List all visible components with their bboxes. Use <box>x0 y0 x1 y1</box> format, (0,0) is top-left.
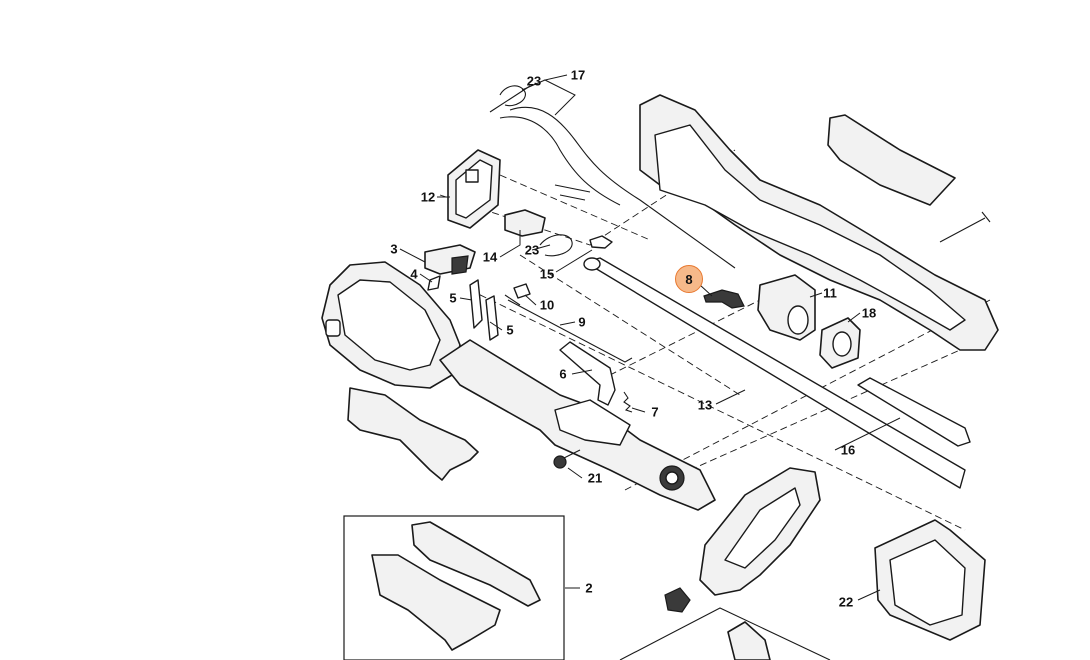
part-2-inset <box>343 515 565 660</box>
callout-3-slider[interactable]: 3 <box>390 241 398 257</box>
callout-18-bushing[interactable]: 18 <box>861 305 877 321</box>
part-9-10-rod <box>504 283 633 363</box>
part-18-bushing <box>819 317 861 369</box>
callout-17-rod[interactable]: 17 <box>570 67 586 83</box>
part-7-spring <box>623 391 633 413</box>
part-3-slider <box>424 244 476 291</box>
callout-16-tube[interactable]: 16 <box>840 442 856 458</box>
part-23-cable-tie-top <box>489 85 531 113</box>
upper-handle-housing <box>639 94 999 351</box>
callout-21-screw[interactable]: 21 <box>587 470 603 486</box>
top-right-cover <box>827 114 956 206</box>
part-connector <box>504 209 573 257</box>
part-5-rails <box>469 279 499 341</box>
callout-10[interactable]: 10 <box>539 297 555 313</box>
callout-12-switch-box[interactable]: 12 <box>420 189 436 205</box>
part-11-clamp <box>757 274 816 341</box>
callout-11-clamp[interactable]: 11 <box>823 285 837 301</box>
callout-8-highlighted[interactable]: 8 <box>675 265 703 293</box>
main-shaft-handle <box>439 339 716 511</box>
leader-lines <box>399 74 901 601</box>
callout-9-rod[interactable]: 9 <box>578 314 586 330</box>
callout-15-clip[interactable]: 15 <box>539 266 555 282</box>
grip-sleeve <box>347 387 479 481</box>
star-knob <box>664 587 691 613</box>
callout-13-tube[interactable]: 13 <box>697 397 713 413</box>
callout-23-cable-tie[interactable]: 23 <box>526 73 542 89</box>
callout-7-spring[interactable]: 7 <box>651 404 659 420</box>
callout-5-rail-lower[interactable]: 5 <box>506 322 514 338</box>
part-8-lever <box>703 289 745 309</box>
part-22-guard <box>874 519 986 641</box>
callout-4[interactable]: 4 <box>410 266 418 282</box>
bottom-part-fragment <box>727 621 771 660</box>
callout-22-guard[interactable]: 22 <box>838 594 854 610</box>
callout-23-connector[interactable]: 23 <box>524 242 540 258</box>
bottom-inset-border <box>619 607 831 660</box>
left-motor-housing <box>321 261 461 389</box>
assembly-guide-lines <box>439 149 991 531</box>
callout-6-lever[interactable]: 6 <box>559 366 567 382</box>
callout-5-rail-upper[interactable]: 5 <box>449 290 457 306</box>
long-screw <box>939 211 991 243</box>
part-16-tube <box>857 377 971 447</box>
part-15-clip <box>589 235 613 249</box>
part-12-switch-box <box>447 149 501 229</box>
part-17-rod <box>499 106 736 269</box>
part-13-tube <box>583 257 966 489</box>
callout-14[interactable]: 14 <box>482 249 498 265</box>
loop-handle <box>699 467 821 596</box>
callout-2-grip[interactable]: 2 <box>585 580 593 596</box>
part-6-trigger-lever <box>559 341 616 406</box>
part-21-screw <box>553 449 581 469</box>
